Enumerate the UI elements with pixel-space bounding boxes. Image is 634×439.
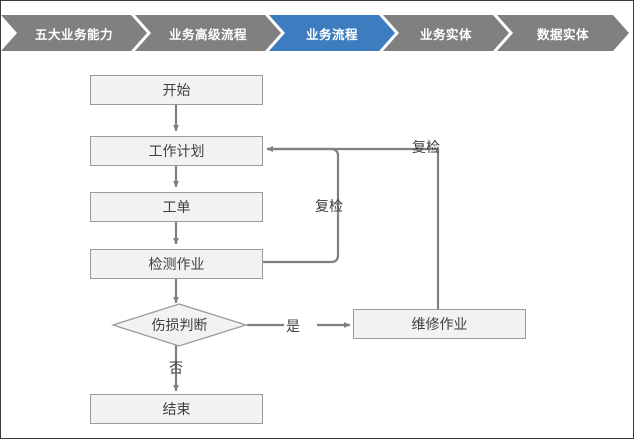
- breadcrumb-item-2-label: 业务高级流程: [168, 26, 247, 42]
- edge-label-recheck-inner: 复检: [315, 199, 343, 215]
- breadcrumb-item-4[interactable]: 业务实体: [383, 15, 509, 51]
- node-inspection-label: 检测作业: [148, 257, 205, 273]
- node-damage-decision[interactable]: 伤损判断: [113, 304, 246, 346]
- node-work-order[interactable]: 工单: [90, 192, 263, 222]
- breadcrumb-item-3-active[interactable]: 业务流程: [269, 15, 395, 51]
- node-work-plan[interactable]: 工作计划: [90, 136, 263, 166]
- edge-label-no: 否: [169, 361, 183, 377]
- node-start[interactable]: 开始: [90, 75, 263, 105]
- edge-label-yes: 是: [286, 319, 300, 335]
- breadcrumb-item-2[interactable]: 业务高级流程: [135, 15, 281, 51]
- breadcrumb-item-3-label: 业务流程: [305, 26, 358, 42]
- node-repair-label: 维修作业: [411, 317, 468, 333]
- breadcrumb-item-1-label: 五大业务能力: [34, 26, 113, 42]
- breadcrumb-item-5[interactable]: 数据实体: [497, 15, 629, 51]
- breadcrumb: 五大业务能力 业务高级流程 业务流程 业务实体 数据实体: [1, 15, 634, 51]
- node-repair[interactable]: 维修作业: [353, 309, 526, 339]
- node-start-label: 开始: [162, 83, 191, 99]
- node-end[interactable]: 结束: [90, 394, 263, 424]
- node-work-order-label: 工单: [162, 200, 191, 216]
- edge-label-recheck-outer: 复检: [412, 140, 440, 156]
- breadcrumb-item-4-label: 业务实体: [419, 26, 472, 42]
- breadcrumb-item-5-label: 数据实体: [536, 26, 589, 42]
- node-end-label: 结束: [162, 402, 191, 418]
- node-damage-decision-label: 伤损判断: [151, 318, 208, 334]
- decision-diamond-shape: [110, 303, 249, 347]
- node-work-plan-label: 工作计划: [148, 144, 205, 160]
- node-inspection[interactable]: 检测作业: [90, 249, 263, 279]
- breadcrumb-item-1[interactable]: 五大业务能力: [1, 15, 147, 51]
